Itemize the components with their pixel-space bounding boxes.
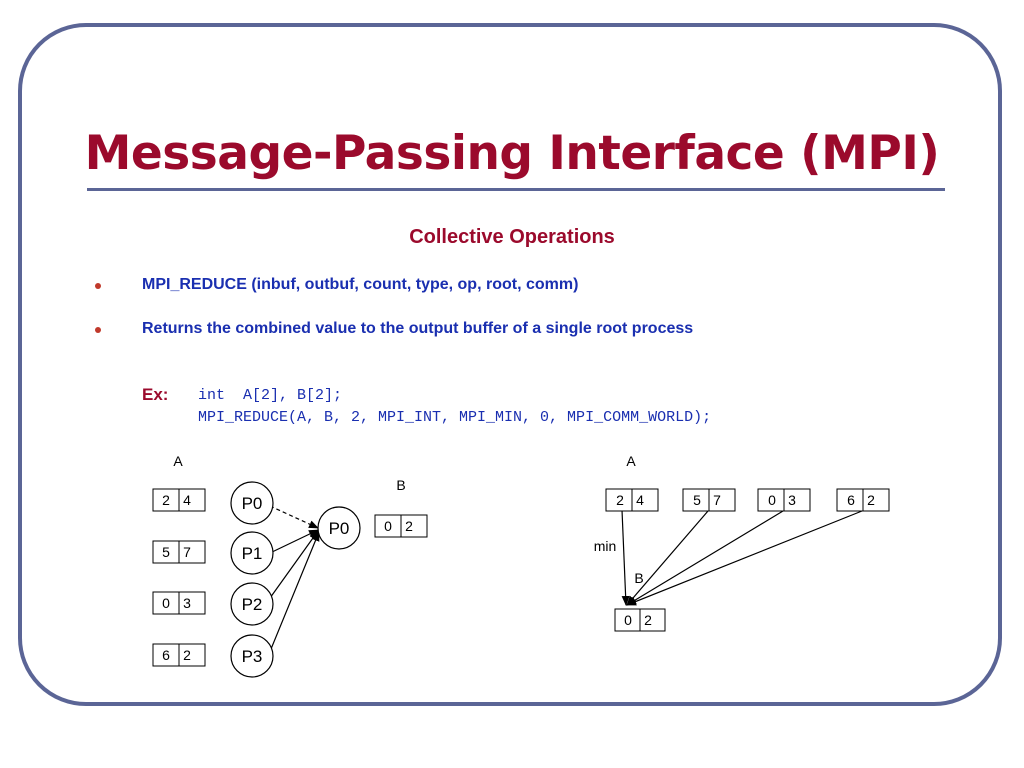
reduce-line-2	[626, 510, 784, 606]
root-node-p0: P0	[317, 506, 361, 550]
svg-text:P3: P3	[242, 647, 263, 666]
process-node-p3: P3	[230, 634, 274, 678]
right-a-array-1: 5 7	[682, 488, 736, 512]
slide-title: Message-Passing Interface (MPI)	[84, 126, 940, 181]
right-b-array: 0 2	[614, 608, 666, 632]
array-cell: 0	[624, 612, 632, 628]
process-node-p1: P1	[230, 531, 274, 575]
process-node-p2: P2	[230, 582, 274, 626]
right-b-label: B	[634, 570, 643, 586]
right-a-label: A	[626, 453, 636, 469]
slide-frame	[18, 23, 1002, 706]
edge-p0-self	[269, 505, 319, 529]
left-a-array-0: 2 4	[152, 488, 206, 512]
left-b-label: B	[396, 477, 405, 493]
array-cell: 4	[636, 492, 644, 508]
array-cell: 5	[162, 544, 170, 560]
right-a-array-0: 2 4	[605, 488, 659, 512]
edge-p2-root	[269, 530, 319, 599]
svg-text:P2: P2	[242, 595, 263, 614]
svg-text:P0: P0	[242, 494, 263, 513]
reduce-line-1	[626, 510, 709, 606]
bullet-text: Returns the combined value to the output…	[142, 320, 694, 337]
slide-subtitle: Collective Operations	[409, 226, 615, 248]
left-a-array-2: 0 3	[152, 591, 206, 615]
process-node-p0: P0	[230, 481, 274, 525]
edge-p3-root	[270, 531, 320, 650]
array-cell: 0	[162, 595, 170, 611]
array-cell: 0	[384, 518, 392, 534]
svg-text:P1: P1	[242, 544, 263, 563]
bullet-dot-icon	[95, 283, 101, 289]
right-a-array-3: 6 2	[836, 488, 890, 512]
array-cell: 2	[405, 518, 413, 534]
bullet-dot-icon	[95, 327, 101, 333]
array-cell: 6	[847, 492, 855, 508]
op-label: min	[594, 538, 617, 554]
left-a-array-1: 5 7	[152, 540, 206, 564]
array-cell: 7	[183, 544, 191, 560]
array-cell: 2	[644, 612, 652, 628]
left-b-array: 0 2	[374, 514, 428, 538]
bullet-text: MPI_REDUCE (inbuf, outbuf, count, type, …	[142, 276, 579, 293]
right-a-array-2: 0 3	[757, 488, 811, 512]
array-cell: 2	[867, 492, 875, 508]
array-cell: 5	[693, 492, 701, 508]
left-a-label: A	[173, 453, 183, 469]
code-line: int A[2], B[2];	[198, 387, 343, 404]
array-cell: 7	[713, 492, 721, 508]
array-cell: 6	[162, 647, 170, 663]
array-cell: 3	[183, 595, 191, 611]
code-line: MPI_REDUCE(A, B, 2, MPI_INT, MPI_MIN, 0,…	[198, 409, 712, 426]
reduce-line-3	[626, 510, 863, 606]
array-cell: 2	[162, 492, 170, 508]
title-underline	[87, 188, 945, 191]
array-cell: 2	[616, 492, 624, 508]
array-cell: 0	[768, 492, 776, 508]
array-cell: 3	[788, 492, 796, 508]
array-cell: 4	[183, 492, 191, 508]
array-cell: 2	[183, 647, 191, 663]
left-a-array-3: 6 2	[152, 643, 206, 667]
example-label: Ex:	[142, 385, 169, 404]
svg-text:P0: P0	[329, 519, 350, 538]
reduce-line-0	[621, 509, 630, 606]
